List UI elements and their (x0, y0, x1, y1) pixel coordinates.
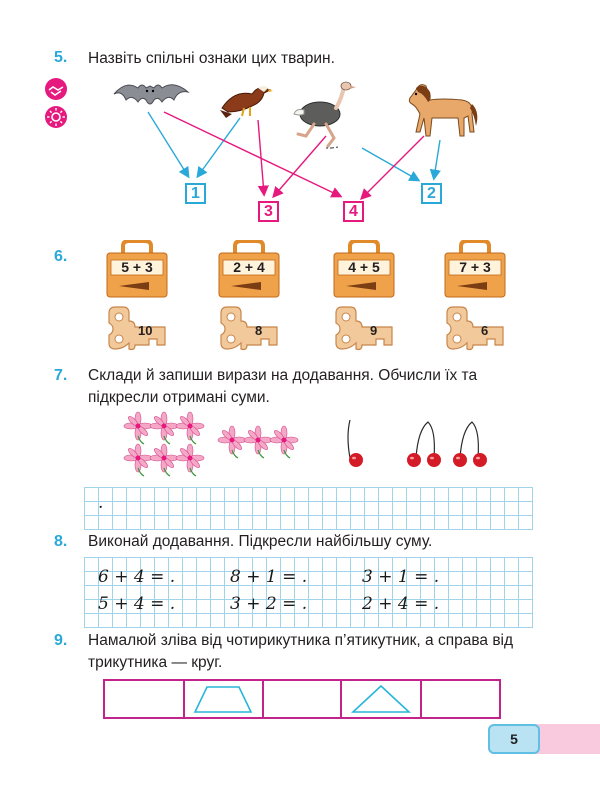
key-icon (446, 306, 504, 351)
key[interactable]: 10 (105, 305, 169, 351)
eagle-icon (220, 86, 273, 118)
lock-expression: 7 + 3 (459, 259, 491, 275)
padlock-icon (444, 240, 506, 298)
lock: 7 + 3 (443, 240, 507, 298)
lock-expression: 2 + 4 (233, 259, 265, 275)
flowers-cherries-illustration (123, 411, 487, 477)
shapes-strip[interactable] (103, 679, 501, 719)
trapezoid-shape (193, 686, 253, 713)
expression: 6 + 4 = . (98, 567, 176, 587)
lock-expression: 5 + 3 (121, 259, 153, 275)
task-8-text: Виконай додавання. Підкресли найбільшу с… (88, 533, 433, 550)
task-7-text: Склади й запиши вирази на додавання. Обч… (88, 367, 478, 406)
key-value: 6 (481, 323, 489, 338)
padlock-icon (106, 240, 168, 298)
key-value: 10 (138, 323, 153, 338)
page-number: 5 (488, 724, 540, 754)
key-icon (220, 306, 278, 351)
key-value: 8 (255, 323, 263, 338)
answer-box-3[interactable]: 3 (258, 201, 279, 222)
lock-expression: 4 + 5 (348, 259, 380, 275)
answer-box-4[interactable]: 4 (343, 201, 364, 222)
task-7-number: 7. (54, 367, 68, 384)
padlock-icon (333, 240, 395, 298)
expression: 3 + 2 = . (230, 594, 308, 614)
expression: 3 + 1 = . (362, 567, 440, 587)
expression: 5 + 4 = . (98, 594, 176, 614)
answer-box-2[interactable]: 2 (421, 183, 442, 204)
padlock-icon (218, 240, 280, 298)
expression: 2 + 4 = . (362, 594, 440, 614)
margin-icons (45, 78, 67, 128)
grid-mark: . (98, 493, 104, 513)
horse-icon (408, 84, 478, 137)
answer-box-1[interactable]: 1 (185, 183, 206, 204)
key[interactable]: 6 (443, 305, 507, 351)
key[interactable]: 8 (217, 305, 281, 351)
task-7-answer-grid[interactable]: . (84, 487, 533, 530)
lock: 2 + 4 (217, 240, 281, 298)
task-5-text: Назвіть спільні ознаки цих тварин. (88, 50, 335, 67)
task-9-text: Намалюй зліва від чотирикутника п’ятикут… (88, 632, 514, 671)
task-8-number: 8. (54, 533, 68, 550)
ostrich-icon (293, 81, 356, 149)
matching-arrows (147, 111, 441, 200)
task-6-number: 6. (54, 248, 68, 265)
key[interactable]: 9 (332, 305, 396, 351)
task-5-number: 5. (54, 49, 68, 66)
key-icon (335, 306, 393, 351)
lock: 4 + 5 (332, 240, 396, 298)
expression: 8 + 1 = . (230, 567, 308, 587)
task-9-number: 9. (54, 632, 68, 649)
triangle-shape (350, 684, 412, 713)
task-8-answer-grid[interactable]: 6 + 4 = . 8 + 1 = . 3 + 1 = . 5 + 4 = . … (84, 557, 533, 628)
key-value: 9 (370, 323, 378, 338)
bat-icon (113, 84, 190, 105)
lock: 5 + 3 (105, 240, 169, 298)
key-icon (108, 306, 166, 351)
